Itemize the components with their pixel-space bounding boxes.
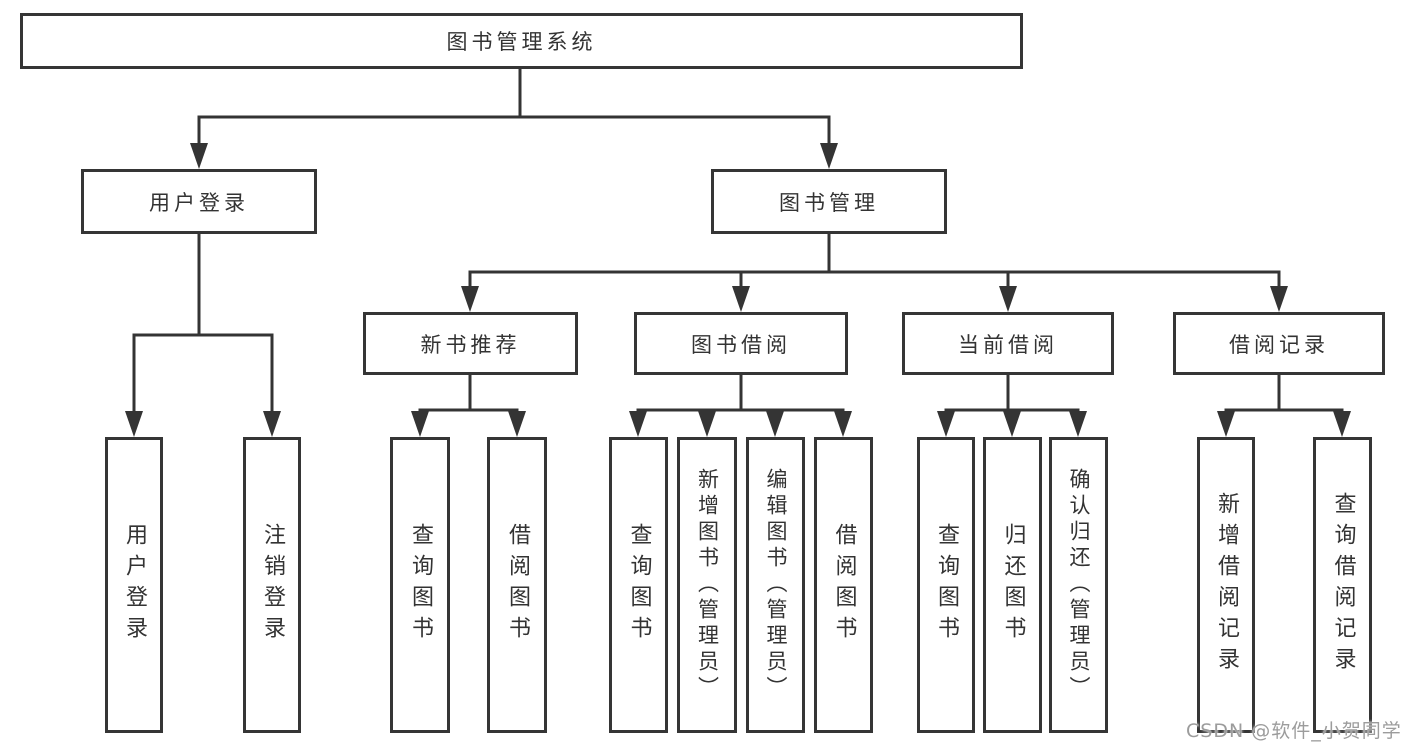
node-label: 图书管理系统 (446, 30, 597, 54)
leaf-label: 归还图书 (1000, 523, 1026, 647)
leaf-label: 查询借阅记录 (1330, 492, 1356, 678)
node-label: 借阅记录 (1229, 332, 1329, 357)
node-label: 用户登录 (149, 190, 249, 215)
node-current-borrow: 当前借阅 (902, 312, 1114, 375)
node-user-login: 用户登录 (81, 169, 317, 234)
leaf-label: 用户登录 (122, 523, 147, 647)
leaf-add-books-admin: 新增图书（管理员） (677, 437, 737, 733)
leaf-add-borrow-record: 新增借阅记录 (1197, 437, 1255, 733)
leaf-label: 查询图书 (408, 523, 433, 647)
leaf-label: 查询图书 (934, 523, 959, 647)
node-label: 图书借阅 (691, 332, 791, 357)
leaf-return-books: 归还图书 (983, 437, 1042, 733)
leaf-query-books-borrow: 查询图书 (609, 437, 668, 733)
leaf-query-borrow-record: 查询借阅记录 (1313, 437, 1372, 733)
leaf-label: 借阅图书 (505, 523, 530, 647)
leaf-label: 新增借阅记录 (1214, 492, 1239, 678)
node-new-book-recommend: 新书推荐 (363, 312, 578, 375)
leaf-label: 查询图书 (626, 523, 652, 647)
leaf-label: 编辑图书（管理员） (764, 468, 788, 702)
leaf-edit-books-admin: 编辑图书（管理员） (746, 437, 805, 733)
leaf-borrow-books-recommend: 借阅图书 (487, 437, 547, 733)
leaf-user-login: 用户登录 (105, 437, 163, 733)
node-library-management-system: 图书管理系统 (20, 13, 1023, 69)
node-label: 当前借阅 (958, 332, 1058, 357)
leaf-borrow-books: 借阅图书 (814, 437, 873, 733)
leaf-label: 注销登录 (260, 523, 285, 647)
node-borrow-records: 借阅记录 (1173, 312, 1385, 375)
node-book-management: 图书管理 (711, 169, 947, 234)
leaf-query-books-recommend: 查询图书 (390, 437, 450, 733)
leaf-label: 确认归还（管理员） (1067, 468, 1091, 702)
watermark: CSDN @软件_小贺同学 (1186, 720, 1402, 742)
node-label: 图书管理 (779, 190, 879, 215)
node-book-borrow: 图书借阅 (634, 312, 848, 375)
leaf-confirm-return-admin: 确认归还（管理员） (1049, 437, 1108, 733)
leaf-query-books-current: 查询图书 (917, 437, 975, 733)
node-label: 新书推荐 (420, 332, 521, 357)
leaf-label: 借阅图书 (831, 523, 857, 647)
leaf-logout: 注销登录 (243, 437, 301, 733)
leaf-label: 新增图书（管理员） (695, 468, 720, 702)
